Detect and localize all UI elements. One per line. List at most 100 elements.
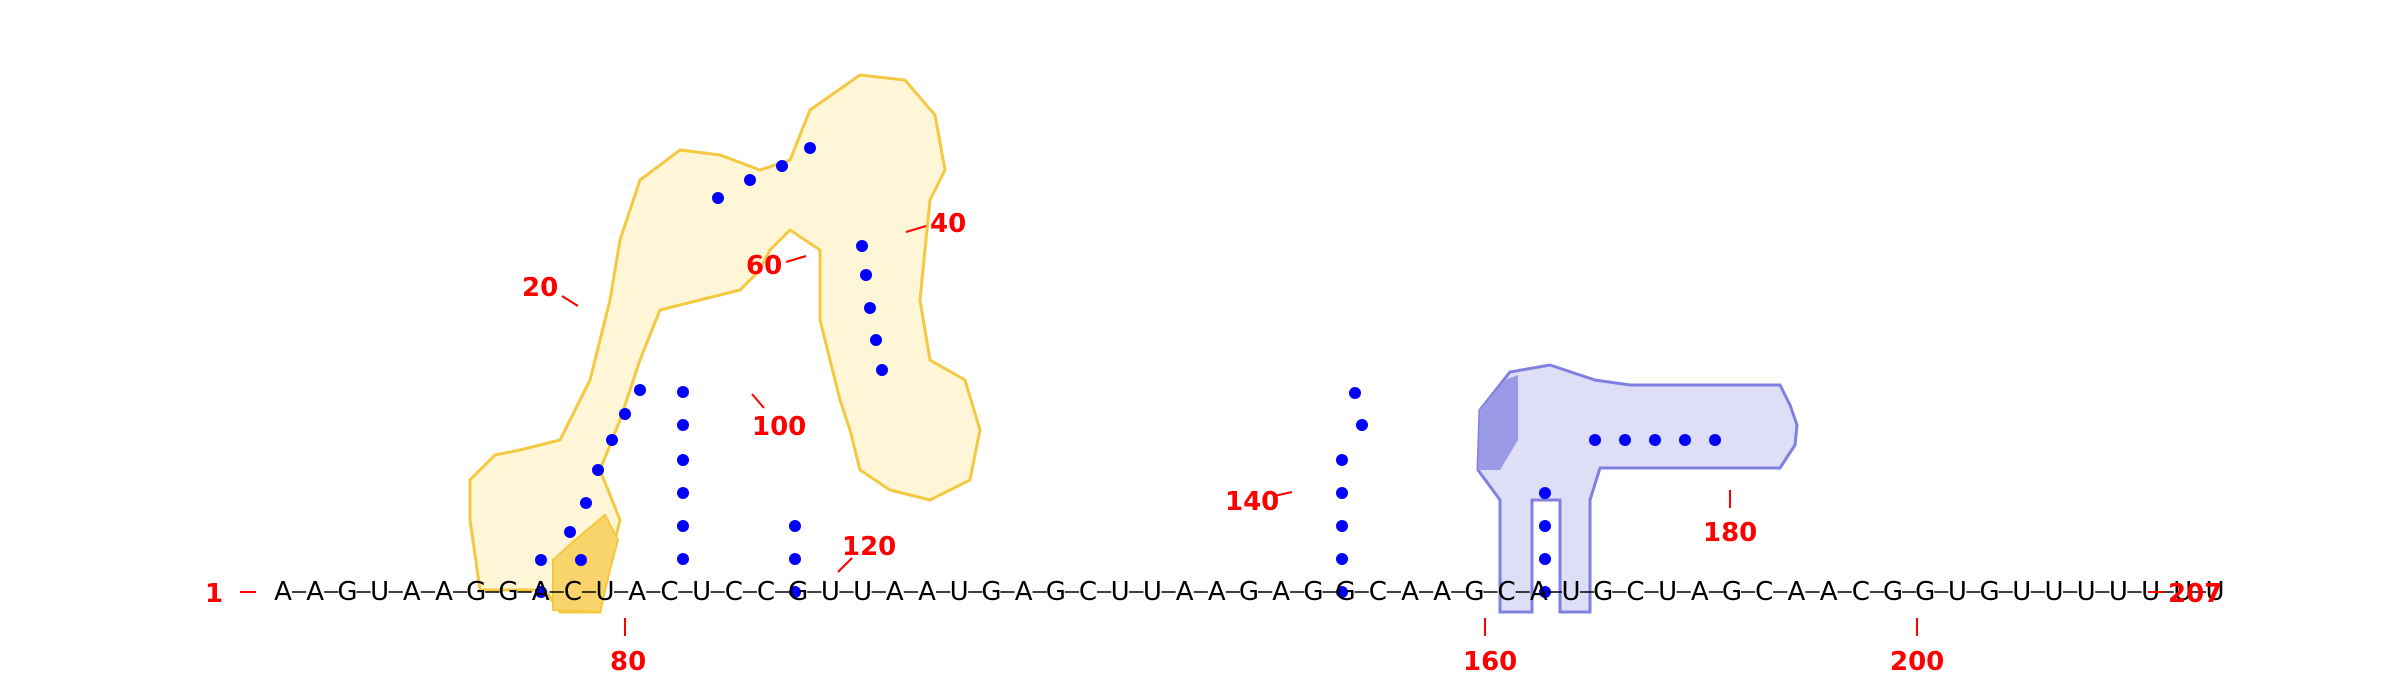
nucleotide-34: G: [1336, 577, 1356, 607]
base-pair-dot: [1336, 586, 1348, 598]
base-pair-dot: [1336, 454, 1348, 466]
nucleotide-50: C: [1852, 577, 1870, 607]
base-pair-dot: [677, 520, 689, 532]
base-pair-dot: [1679, 434, 1691, 446]
label-140: 140: [1225, 487, 1279, 517]
base-pair-dot: [535, 586, 547, 598]
tick-40: [905, 225, 927, 233]
position-ticks: [240, 225, 2164, 636]
nucleotide-40: A: [1530, 577, 1548, 607]
base-pair-dot: [804, 142, 816, 154]
base-pair-dot: [1539, 586, 1551, 598]
nucleotide-57: U: [2077, 577, 2096, 607]
base-pair-dot: [1589, 434, 1601, 446]
nucleotide-60: U: [2173, 577, 2192, 607]
base-pair-dot: [634, 384, 646, 396]
nucleotide-6: A: [435, 577, 453, 607]
base-pair-dot: [1709, 434, 1721, 446]
base-pair-dot: [856, 240, 868, 252]
base-pair-dot: [580, 497, 592, 509]
base-pair-dot: [592, 464, 604, 476]
nucleotide-28: U: [1143, 577, 1162, 607]
nucleotide-29: A: [1176, 577, 1194, 607]
base-pair-dot: [677, 553, 689, 565]
nucleotide-44: U: [1658, 577, 1677, 607]
nucleotide-52: G: [1915, 577, 1935, 607]
base-pair-dot: [1356, 419, 1368, 431]
nucleotide-38: G: [1464, 577, 1484, 607]
nucleotide-10: C: [564, 577, 582, 607]
nucleotide-31: G: [1239, 577, 1259, 607]
nucleotide-55: U: [2012, 577, 2031, 607]
nucleotide-41: U: [1561, 577, 1580, 607]
tick-20: [561, 295, 579, 307]
nucleotide-24: A: [1015, 577, 1033, 607]
base-pair-dot: [677, 454, 689, 466]
nucleotide-56: U: [2044, 577, 2063, 607]
base-pair-dot: [619, 408, 631, 420]
base-pair-dot: [870, 334, 882, 346]
yellow-region-outline: [468, 73, 982, 614]
nucleotide-51: G: [1883, 577, 1903, 607]
nucleotide-20: A: [886, 577, 904, 607]
base-pair-dot: [776, 160, 788, 172]
nucleotide-49: A: [1820, 577, 1838, 607]
nucleotide-8: G: [498, 577, 518, 607]
base-pair-dot: [1619, 434, 1631, 446]
tick-140: [1273, 491, 1293, 497]
nucleotide-18: U: [821, 577, 840, 607]
base-pair-dot: [1539, 520, 1551, 532]
base-pair-dot: [789, 553, 801, 565]
base-pair-dot: [1336, 487, 1348, 499]
label-80: 80: [610, 647, 646, 677]
nucleotide-53: U: [1948, 577, 1967, 607]
base-pair-dot: [677, 386, 689, 398]
nucleotide-14: U: [692, 577, 711, 607]
nucleotide-54: G: [1980, 577, 2000, 607]
label-180: 180: [1703, 518, 1757, 548]
nucleotide-12: A: [628, 577, 646, 607]
base-pair-dot: [606, 434, 618, 446]
base-pair-dot: [789, 520, 801, 532]
nucleotide-61: U: [2205, 577, 2224, 607]
nucleotide-4: U: [370, 577, 389, 607]
base-pair-dot: [677, 419, 689, 431]
nucleotide-58: U: [2109, 577, 2128, 607]
base-pair-dot: [1649, 434, 1661, 446]
nucleotide-11: U: [595, 577, 614, 607]
tick-100: [751, 393, 765, 409]
tick-60: [785, 255, 807, 263]
nucleotide-19: U: [853, 577, 872, 607]
nucleotide-39: C: [1498, 577, 1516, 607]
base-pair-dot: [1349, 387, 1361, 399]
label-120: 120: [842, 532, 896, 562]
nucleotide-3: G: [337, 577, 357, 607]
label-207: 207: [2168, 579, 2222, 609]
nucleotide-27: U: [1111, 577, 1130, 607]
base-pair-dots: [535, 142, 1721, 598]
nucleotide-21: A: [918, 577, 936, 607]
base-pair-dot: [712, 192, 724, 204]
base-pair-dot: [876, 364, 888, 376]
nucleotide-47: C: [1755, 577, 1773, 607]
nucleotide-42: G: [1593, 577, 1613, 607]
nucleotide-36: A: [1401, 577, 1419, 607]
nucleotide-45: A: [1691, 577, 1709, 607]
nucleotide-2: A: [306, 577, 324, 607]
base-pair-dot: [1336, 520, 1348, 532]
nucleotide-1: A: [274, 577, 292, 607]
nucleotide-5: A: [403, 577, 421, 607]
nucleotide-32: A: [1272, 577, 1290, 607]
label-1: 1: [205, 579, 223, 609]
base-pair-dot: [744, 174, 756, 186]
nucleotide-33: G: [1303, 577, 1323, 607]
base-pair-dot: [864, 302, 876, 314]
blue-region-filled-patch: [1478, 375, 1518, 470]
nucleotide-9: A: [532, 577, 550, 607]
base-pair-dot: [677, 487, 689, 499]
nucleotide-15: C: [725, 577, 743, 607]
label-200: 200: [1890, 647, 1944, 677]
